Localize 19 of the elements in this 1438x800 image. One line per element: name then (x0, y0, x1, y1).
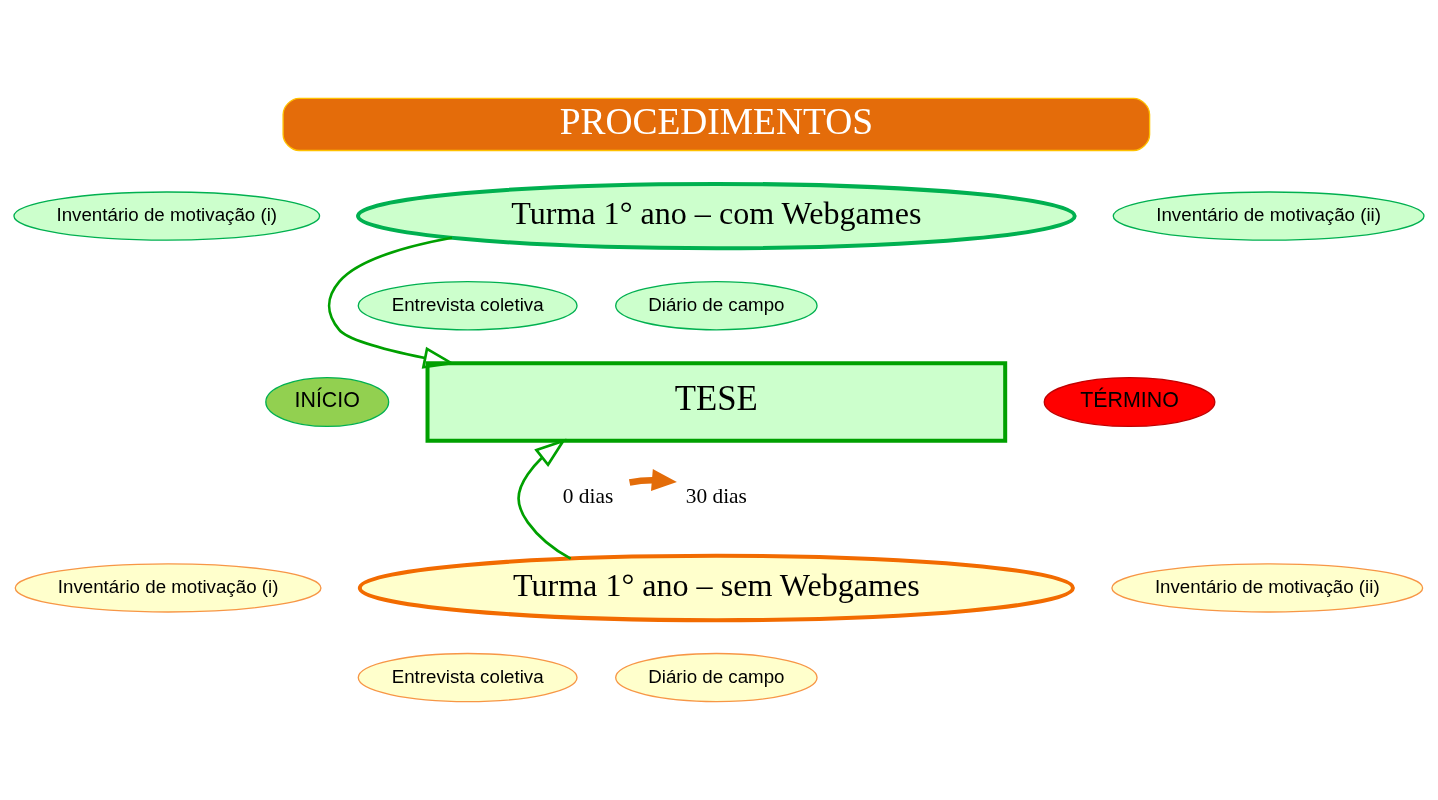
node-ellipse: Entrevista coletiva (357, 652, 578, 703)
node-ellipse: Entrevista coletiva (357, 281, 578, 331)
node-ellipse: Diário de campo (615, 652, 818, 703)
node-ellipse: Inventário de motivação (ii) (1111, 563, 1424, 613)
node-ellipse: Inventário de motivação (ii) (1112, 191, 1425, 241)
node-ellipse: Diário de campo (615, 281, 818, 331)
arrow (327, 236, 456, 369)
node-ellipse: TÉRMINO (1043, 376, 1216, 428)
arrow (517, 438, 572, 560)
arrow (629, 469, 677, 491)
node-ellipse: Turma 1° ano – sem Webgames (357, 553, 1075, 623)
node-box: TESE (425, 361, 1008, 443)
node-text: 0 dias (562, 484, 614, 509)
node-ellipse: Turma 1° ano – com Webgames (356, 181, 1077, 251)
node-text: 30 dias (685, 484, 747, 509)
node-ellipse: Inventário de motivação (i) (13, 191, 321, 241)
node-ellipse: Inventário de motivação (i) (14, 563, 322, 613)
node-ellipse: INÍCIO (265, 376, 390, 428)
node-box: PROCEDIMENTOS (282, 97, 1151, 152)
